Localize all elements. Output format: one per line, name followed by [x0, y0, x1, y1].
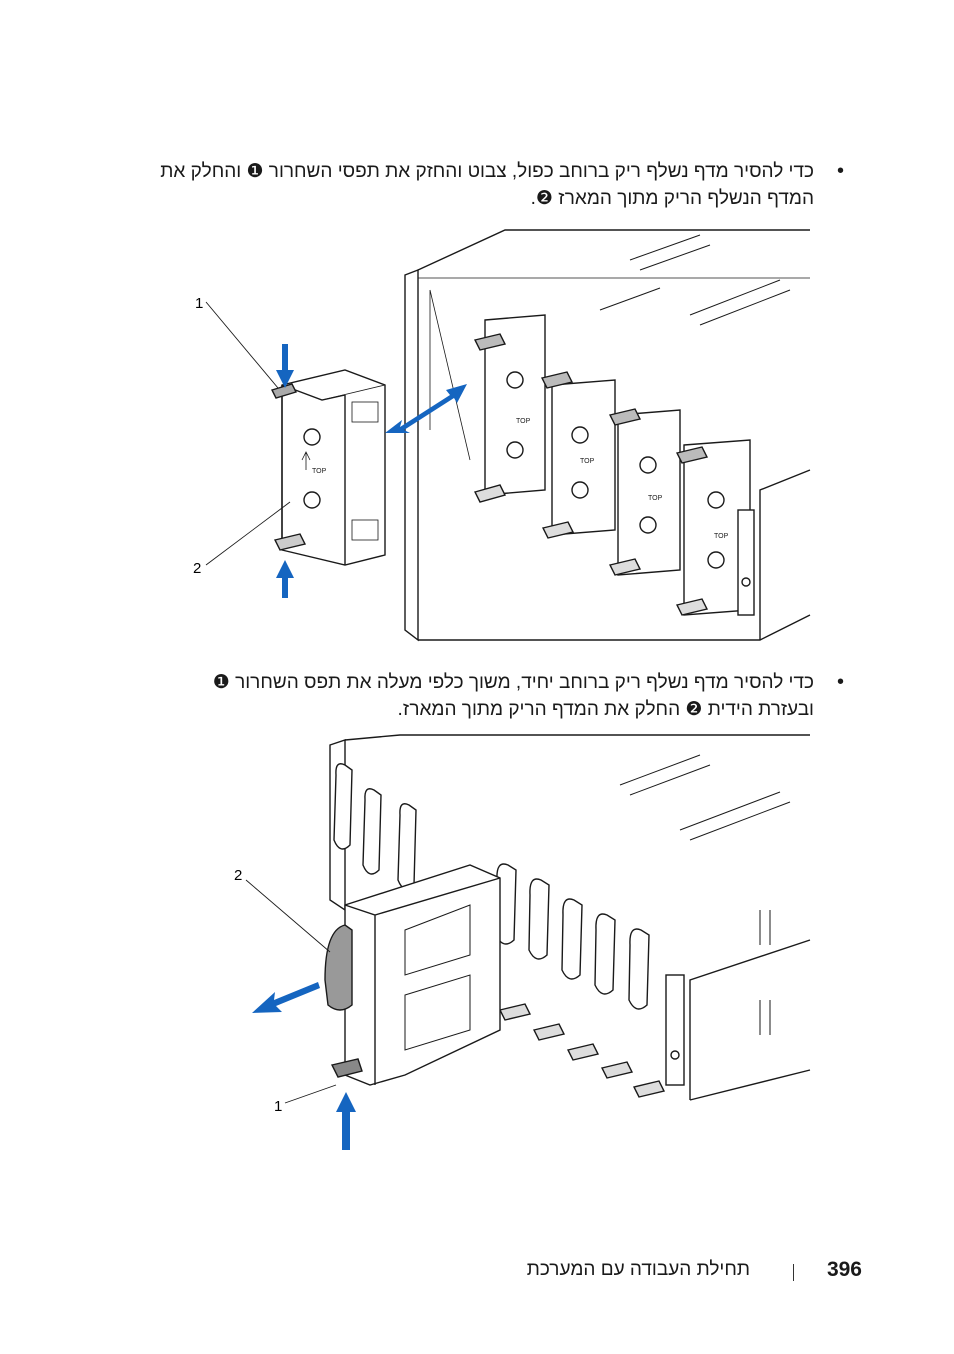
page-number: 396 — [826, 1258, 862, 1281]
footer-divider — [793, 1264, 794, 1281]
figure-single-width-blank-removal: 2 1 — [234, 734, 811, 1150]
bullet-1-line-2: המדף הנשלף הריק מתוך המארז ❷. — [530, 188, 814, 209]
installed-sled-2 — [551, 379, 616, 536]
installed-sled-3 — [617, 409, 681, 576]
top-label: TOP — [312, 468, 327, 475]
bullet-instruction-2: • כדי להסיר מדף נשלף ריק ברוחב יחיד, משו… — [124, 669, 844, 723]
callout-2: 2 — [234, 867, 242, 884]
direction-arrows — [252, 982, 356, 1150]
bullet-instruction-1: • כדי להסיר מדף נשלף ריק ברוחב כפול, צבו… — [124, 158, 844, 212]
callout-1: 1 — [195, 295, 203, 312]
release-latch-icon — [330, 1058, 363, 1078]
top-label: TOP — [516, 418, 531, 425]
top-label: TOP — [648, 495, 663, 502]
direction-arrows — [276, 344, 467, 598]
press-down-arrow-icon — [276, 344, 294, 388]
bullet-2-line-2: ובעזרת הידית ❷ החלק את המדף הריק מתוך המ… — [397, 699, 814, 720]
bullet-marker: • — [836, 160, 844, 182]
callout-1: 1 — [274, 1098, 282, 1115]
pull-out-arrow-icon — [252, 982, 320, 1013]
callout-2: 2 — [193, 560, 201, 577]
press-up-arrow-icon — [336, 1092, 356, 1150]
page-footer: 396 תחילת העבודה עם המערכת — [0, 1258, 954, 1288]
top-label: TOP — [580, 458, 595, 465]
bullet-2-line-1: כדי להסיר מדף נשלף ריק ברוחב יחיד, משוך … — [212, 672, 814, 693]
top-label: TOP — [714, 533, 729, 540]
removed-single-blank-sled — [324, 864, 501, 1086]
slide-arrow-icon — [385, 384, 467, 433]
bullet-1-line-1: כדי להסיר מדף נשלף ריק ברוחב כפול, צבוט … — [160, 161, 814, 182]
bullet-marker: • — [836, 671, 844, 693]
footer-title: תחילת העבודה עם המערכת — [526, 1259, 750, 1280]
removed-blank-sled — [271, 369, 386, 566]
installed-sled-handles — [495, 863, 650, 1010]
figure-double-width-blank-removal: TOP TOP TOP TOP TOP 1 2 — [193, 229, 811, 642]
press-up-arrow-icon — [276, 560, 294, 598]
installed-sled-1 — [484, 314, 546, 496]
handle-icon — [324, 924, 353, 1011]
